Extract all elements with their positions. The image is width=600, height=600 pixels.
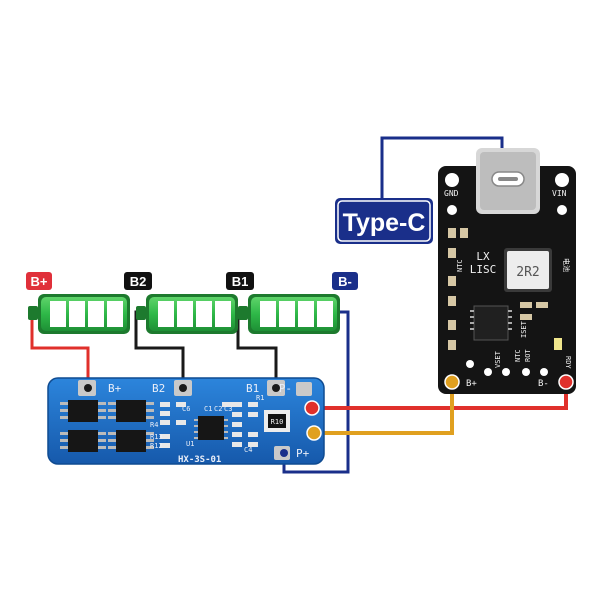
battery-2	[136, 294, 238, 334]
bms-mark-r10: R10	[271, 418, 284, 426]
badge-b1-text: B1	[232, 274, 249, 289]
bms-mosfet-3	[108, 400, 154, 422]
bms-mark-c4: C4	[244, 446, 252, 454]
badge-b2-text: B2	[130, 274, 147, 289]
charger-rdy-label: RDY	[564, 356, 572, 369]
charger-inductor: 2R2	[504, 248, 552, 292]
bms-pad-b2-label: B2	[152, 382, 165, 395]
bms-mosfet-2	[60, 430, 106, 452]
bms-mark-r13: R13	[150, 433, 163, 441]
battery-3	[238, 294, 340, 334]
charger-chinese-label: 电池	[562, 258, 571, 272]
charger-vset-label: VSET	[494, 350, 502, 368]
bms-mark-c3: C3	[224, 405, 232, 413]
bms-pad-p-plus-label: P+	[296, 447, 310, 460]
bms-mark-r12: R12	[150, 442, 163, 450]
bms-mosfet-4	[108, 430, 154, 452]
wire-type-c	[380, 136, 504, 200]
badge-b-minus-text: B-	[338, 274, 352, 289]
charger-iset-label: ISET	[520, 320, 528, 338]
joint-b1	[272, 384, 280, 392]
charger-joint-b-minus	[558, 374, 574, 390]
bms-mark-u1: U1	[186, 440, 194, 448]
joint-b2	[179, 384, 187, 392]
charger-joint-b-plus	[444, 374, 460, 390]
joint-bminus	[280, 449, 288, 457]
charger-ntc2-label: NTC	[514, 349, 522, 362]
bms-mark-c6: C6	[182, 405, 190, 413]
badge-b1: B1	[226, 272, 254, 290]
bms-pad-p-minus	[296, 382, 312, 396]
charger-ic	[470, 305, 512, 341]
wire-p-plus-to-charger	[314, 382, 454, 435]
badge-type-c: Type-C	[335, 198, 433, 244]
badge-b-minus: B-	[332, 272, 358, 290]
bms-ic-u1	[194, 416, 228, 440]
bms-mark-r1: R1	[256, 394, 264, 402]
bms-pad-b1-label: B1	[246, 382, 259, 395]
charger-led	[554, 338, 562, 350]
bms-mark-c2: C2	[214, 405, 222, 413]
battery-1	[28, 294, 130, 334]
charger-board: GND VIN LX LISC NTC 2R2 电池 ISE	[438, 148, 576, 394]
charger-b-minus-label: B-	[538, 379, 549, 389]
bms-smd-components	[160, 402, 258, 448]
charger-rot-label: ROT	[524, 349, 532, 362]
joint-b-plus	[84, 384, 92, 392]
wire-b-minus	[282, 310, 350, 474]
badge-b-plus-text: B+	[31, 274, 48, 289]
bms-mark-r4: R4	[150, 421, 158, 429]
bms-pad-b-plus-label: B+	[108, 382, 122, 395]
bms-shunt-resistor: R10	[264, 410, 290, 432]
badge-b2: B2	[124, 272, 152, 290]
joint-p-plus	[306, 425, 322, 441]
charger-gnd-label: GND	[444, 189, 459, 198]
charger-inductor-label: 2R2	[516, 265, 539, 280]
charger-ntc-label: NTC	[456, 259, 464, 272]
bms-mosfet-1	[60, 400, 106, 422]
charger-lisc-label: LISC	[470, 263, 497, 276]
charger-vin-label: VIN	[552, 189, 567, 198]
usb-c-connector	[476, 148, 540, 214]
bms-mark-c1: C1	[204, 405, 212, 413]
joint-p-minus	[304, 400, 320, 416]
badge-b-plus: B+	[26, 272, 52, 290]
badge-type-c-text: Type-C	[343, 209, 426, 237]
charger-lx-label: LX	[476, 250, 490, 263]
bms-model-label: HX-3S-01	[178, 455, 221, 465]
charger-b-plus-label: B+	[466, 379, 477, 389]
bms-board: B+ B2 B1 P- P+	[47, 377, 325, 465]
bms-pad-p-minus-label: P-	[279, 382, 292, 395]
